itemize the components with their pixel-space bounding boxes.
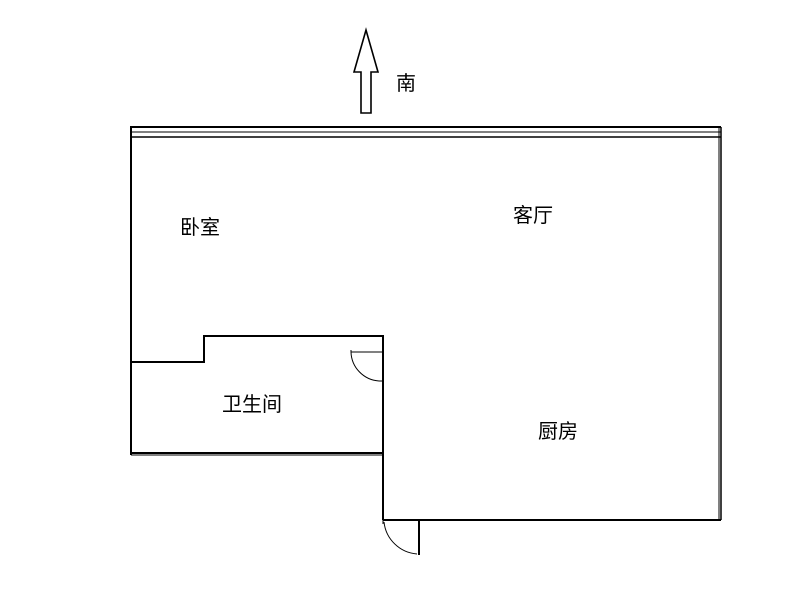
bathroom-door: [350, 350, 383, 382]
room-label-bedroom: 卧室: [180, 215, 220, 239]
room-label-kitchen: 厨房: [538, 419, 578, 443]
compass-label: 南: [396, 71, 416, 95]
outer-walls: [130, 127, 722, 521]
room-label-living-room: 客厅: [513, 203, 553, 227]
entrance-door: [382, 520, 420, 555]
room-label-bathroom: 卫生间: [222, 392, 282, 416]
bathroom-walls: [131, 335, 384, 453]
arrow-up-icon: [352, 27, 380, 114]
south-wall: [130, 126, 721, 138]
